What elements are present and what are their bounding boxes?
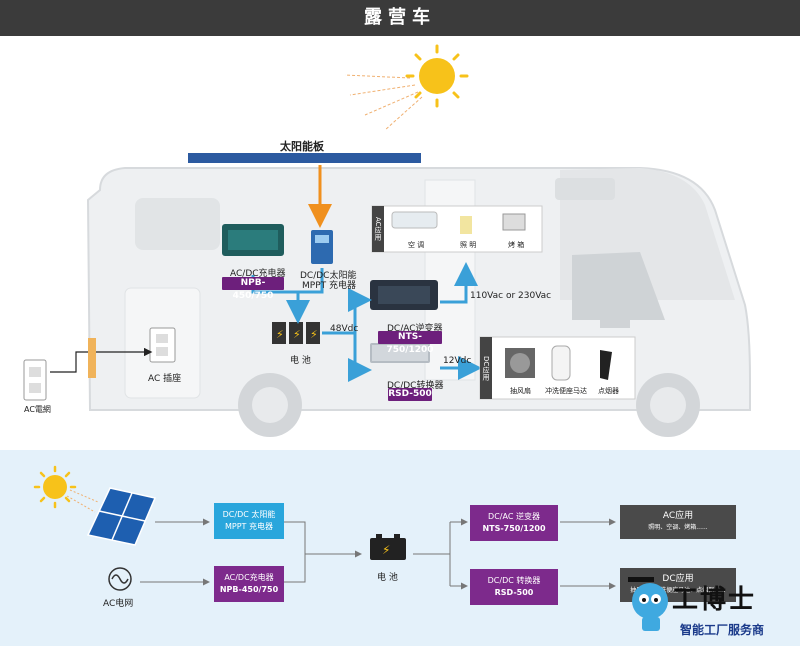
ac-app-box-line1: AC应用 — [662, 511, 694, 521]
sun-icon — [344, 44, 469, 131]
charger-box-line1: AC/DC充电器 — [224, 573, 274, 582]
converter-box-line1: DC/DC 转换器 — [487, 576, 541, 585]
dc-app-box-line2: 抽风扇、冲洗便座马达、点烟器...... — [630, 587, 726, 594]
voltage-48-label: 48Vdc — [330, 324, 359, 334]
ac-socket-external-icon — [23, 359, 47, 401]
brand-logo: 工博士 智能工厂服务商 — [620, 575, 800, 646]
dc-panel-title: DC应用 — [480, 337, 492, 399]
charger-label: AC/DC充电器 — [230, 269, 286, 279]
dc-app-lighter: 点烟器 — [598, 387, 619, 395]
voltage-ac-label: 110Vac or 230Vac — [470, 291, 552, 301]
ac-socket-ext-label: AC電網 — [24, 405, 51, 414]
battery-icons: ⚡ ⚡ ⚡ — [272, 322, 320, 344]
ac-grid-icon — [108, 567, 132, 591]
ac-socket-int-label: AC 插座 — [148, 374, 182, 384]
dc-app-toilet: 冲洗便座马达 — [545, 387, 587, 395]
inverter-device — [370, 280, 438, 310]
ac-app-aircon: 空 调 — [408, 241, 425, 249]
converter-box: DC/DC 转换器 RSD-500 — [470, 569, 558, 605]
charger-box-line2: NPB-450/750 — [219, 585, 279, 594]
ac-app-box: AC应用 照明、空调、烤箱...... — [620, 505, 736, 539]
ac-app-box-line2: 照明、空调、烤箱...... — [648, 524, 708, 531]
mppt-box-line2: MPPT 充电器 — [225, 522, 273, 531]
mascot-icon — [628, 577, 668, 631]
mppt-label-1: DC/DC太阳能 — [300, 271, 357, 281]
battery-icon: ⚡ — [370, 534, 406, 560]
voltage-12-label: 12Vdc — [443, 356, 472, 366]
ac-app-oven: 烤 箱 — [508, 241, 525, 249]
brand-tagline: 智能工厂服务商 — [680, 623, 765, 637]
converter-label: DC/DC转换器 — [387, 381, 444, 391]
converter-box-line2: RSD-500 — [494, 588, 534, 597]
dc-app-fan: 抽风扇 — [510, 387, 531, 395]
svg-text:⚡: ⚡ — [293, 328, 301, 341]
converter-model-tag: RSD-500 — [388, 388, 432, 401]
svg-text:⚡: ⚡ — [382, 543, 390, 557]
inverter-model-tag: NTS-750/1200 — [378, 331, 442, 355]
charger-model-tag: NPB-450/750 — [222, 277, 284, 301]
solar-panel-bar — [188, 153, 421, 163]
solar-panel-label: 太阳能板 — [280, 140, 324, 153]
ac-panel-title: AC应用 — [372, 206, 384, 252]
mppt-box-line1: DC/DC 太阳能 — [222, 510, 276, 519]
ac-socket-internal-icon — [149, 327, 176, 363]
header-bar — [0, 0, 800, 36]
mppt-device — [311, 230, 333, 264]
charger-device — [222, 224, 284, 256]
dc-app-box-line1: DC应用 — [662, 574, 694, 584]
mppt-label-2: MPPT 充电器 — [302, 281, 356, 291]
mppt-box: DC/DC 太阳能 MPPT 充电器 — [214, 503, 284, 539]
page-title: 露营车 — [364, 7, 436, 28]
inverter-label: DC/AC逆变器 — [387, 324, 443, 334]
inverter-box-line1: DC/AC 逆变器 — [488, 512, 540, 521]
battery-label: 电 池 — [290, 356, 311, 366]
svg-text:⚡: ⚡ — [310, 328, 318, 341]
charger-box: AC/DC充电器 NPB-450/750 — [214, 566, 284, 602]
brand-name: 工博士 — [672, 585, 757, 615]
solar-panel-icon — [86, 487, 157, 546]
inverter-box: DC/AC 逆变器 NTS-750/1200 — [470, 505, 558, 541]
small-sun-icon — [33, 465, 99, 513]
ac-grid-label: AC电网 — [103, 599, 134, 609]
converter-device — [370, 343, 430, 363]
inverter-box-line2: NTS-750/1200 — [482, 524, 546, 533]
battery-bottom-label: 电 池 — [377, 573, 398, 583]
ac-app-light: 照 明 — [460, 241, 477, 249]
bottom-flow-diagram: ⚡ — [33, 465, 616, 591]
rv-illustration: ⚡ ⚡ ⚡ — [23, 44, 751, 437]
svg-text:⚡: ⚡ — [276, 328, 284, 341]
